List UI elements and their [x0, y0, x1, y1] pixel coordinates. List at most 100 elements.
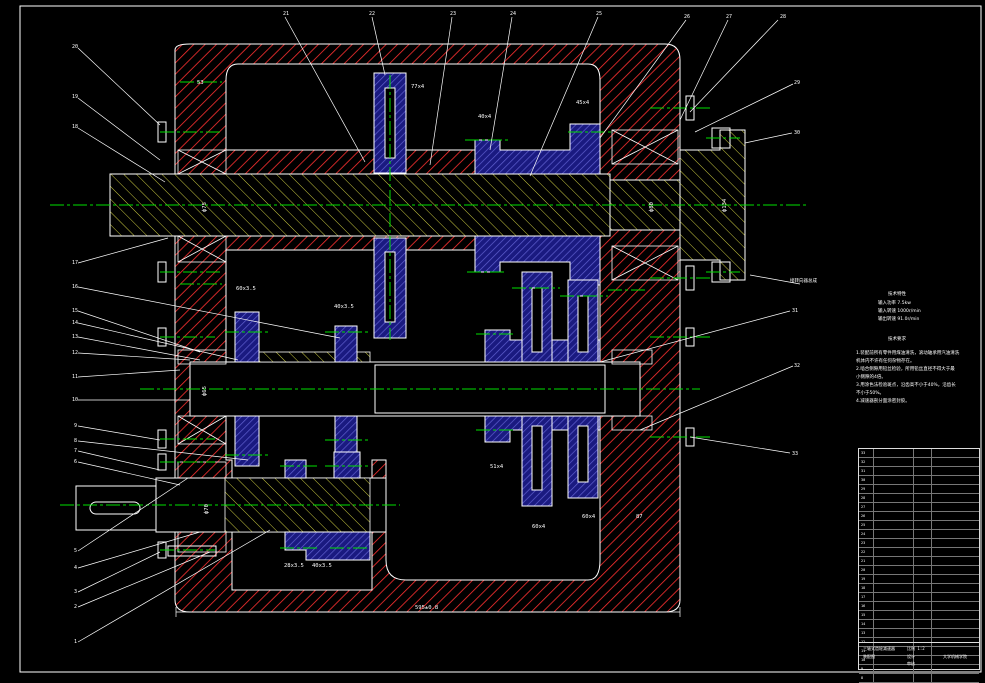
callout-15: 15: [72, 308, 78, 314]
parts-list-number: 19: [861, 577, 866, 581]
parts-list-number: 18: [861, 586, 866, 590]
parts-list-row: 10: [859, 656, 979, 665]
dim-bore-left: ф75: [202, 202, 208, 212]
req-line-7: 4.减速器剖分面涂密封胶。: [856, 397, 910, 404]
callout-22: 22: [369, 11, 375, 17]
parts-list-number: 32: [861, 460, 866, 464]
parts-list-row: 18: [859, 584, 979, 593]
callout-26: 26: [684, 14, 690, 20]
callout-6: 6: [74, 459, 77, 465]
gear-40x3.5-b: [333, 451, 361, 479]
parts-list-number: 14: [861, 622, 866, 626]
callout-11: 11: [72, 374, 78, 380]
callout-23: 23: [450, 11, 456, 17]
parts-list-divider: [913, 458, 914, 466]
parts-list-divider: [913, 611, 914, 619]
callout-20: 20: [72, 44, 78, 50]
callout-27: 27: [726, 14, 732, 20]
label-60x4: 60x4: [532, 524, 546, 530]
parts-list-row: 29: [859, 485, 979, 494]
parts-list-number: 13: [861, 631, 866, 635]
reviewer-label: 审核: [907, 661, 915, 666]
parts-list-divider: [931, 602, 932, 610]
parts-list-divider: [913, 530, 914, 538]
parts-list-number: 8: [861, 676, 864, 680]
parts-list-divider: [873, 548, 874, 556]
parts-list-number: 28: [861, 496, 866, 500]
callout-9: 9: [74, 423, 77, 429]
parts-list-divider: [913, 503, 914, 511]
parts-list-row: 30: [859, 476, 979, 485]
parts-list-row: 31: [859, 467, 979, 476]
parts-list-divider: [913, 476, 914, 484]
parts-list-divider: [873, 476, 874, 484]
parts-list-divider: [873, 566, 874, 574]
dimension-labels: 77x4 40x4 45x4 60x3.5 40x3.5 51x4 60x4 6…: [197, 80, 817, 611]
parts-list-number: 9: [861, 667, 864, 671]
parts-list-divider: [873, 467, 874, 475]
callout-29: 29: [794, 80, 800, 86]
parts-list-divider: [931, 521, 932, 529]
parts-list-number: 25: [861, 523, 866, 527]
parts-list-divider: [913, 602, 914, 610]
parts-list-number: 15: [861, 613, 866, 617]
parts-list-row: 15: [859, 611, 979, 620]
parts-list-divider: [873, 647, 874, 655]
callout-32: 32: [794, 363, 800, 369]
dim-input-shaft: ф70: [204, 504, 210, 514]
callout-25: 25: [596, 11, 602, 17]
parts-list-row: 21: [859, 557, 979, 566]
gears: [234, 72, 601, 561]
parts-list-divider: [931, 665, 932, 673]
dim-overall-width: 595±0.8: [415, 605, 438, 611]
callout-30: 30: [794, 130, 800, 136]
req-line-4: 小侧隙的4倍。: [856, 373, 886, 380]
label-87: 87: [636, 514, 643, 520]
perf-line-1: 输入功率 7.5kw: [878, 299, 911, 306]
label-51x4: 51x4: [490, 464, 504, 470]
parts-list-divider: [873, 530, 874, 538]
centerlines: [50, 75, 808, 551]
callout-2: 2: [74, 604, 77, 610]
parts-list-divider: [931, 575, 932, 583]
callout-17: 17: [72, 260, 78, 266]
drawing-frame: [19, 5, 982, 673]
parts-list-row: 11: [859, 647, 979, 656]
parts-list-divider: [913, 557, 914, 565]
parts-list-number: 29: [861, 487, 866, 491]
gear-60x3.5: [234, 311, 260, 363]
perf-title: 技术特性: [888, 290, 906, 297]
parts-list-divider: [931, 476, 932, 484]
parts-list-row: 32: [859, 458, 979, 467]
perf-line-2: 输入转速 1000r/min: [878, 307, 921, 314]
perf-line-3: 输出转速 91.0r/min: [878, 315, 919, 322]
parts-list-divider: [913, 620, 914, 628]
req-line-5: 3.用涂色法检验斑点，沿齿高不小于40%，沿齿长: [856, 381, 956, 388]
label-40x3.5: 40x3.5: [334, 304, 354, 310]
drawing-scale: 比例 1:2: [907, 646, 925, 651]
parts-list-number: 26: [861, 514, 866, 518]
parts-list-divider: [931, 656, 932, 664]
label-28x3.5: 28x3.5: [284, 563, 304, 569]
parts-list-row: 27: [859, 503, 979, 512]
parts-list-divider: [931, 584, 932, 592]
parts-list-divider: [913, 665, 914, 673]
parts-list-divider: [913, 548, 914, 556]
parts-list-divider: [931, 647, 932, 655]
parts-list-row: 26: [859, 512, 979, 521]
parts-list-row: 22: [859, 548, 979, 557]
callout-13: 13: [72, 334, 78, 340]
parts-list-row: 9: [859, 665, 979, 674]
parts-list-row: 16: [859, 602, 979, 611]
parts-list-number: 16: [861, 604, 866, 608]
parts-list-divider: [931, 458, 932, 466]
parts-list-number: 20: [861, 568, 866, 572]
parts-list-divider: [873, 656, 874, 664]
callout-31: 31: [792, 308, 798, 314]
parts-list-divider: [873, 557, 874, 565]
title-block-footer: 三轴式齿轮减速器 装配图 比例 1:2 设计 审核 大学机械学院: [859, 642, 979, 669]
label-40x4: 40x4: [478, 114, 492, 120]
leader-lines: [77, 16, 801, 643]
dim-bore-right1: ф80: [649, 202, 655, 212]
callout-8: 8: [74, 438, 77, 444]
